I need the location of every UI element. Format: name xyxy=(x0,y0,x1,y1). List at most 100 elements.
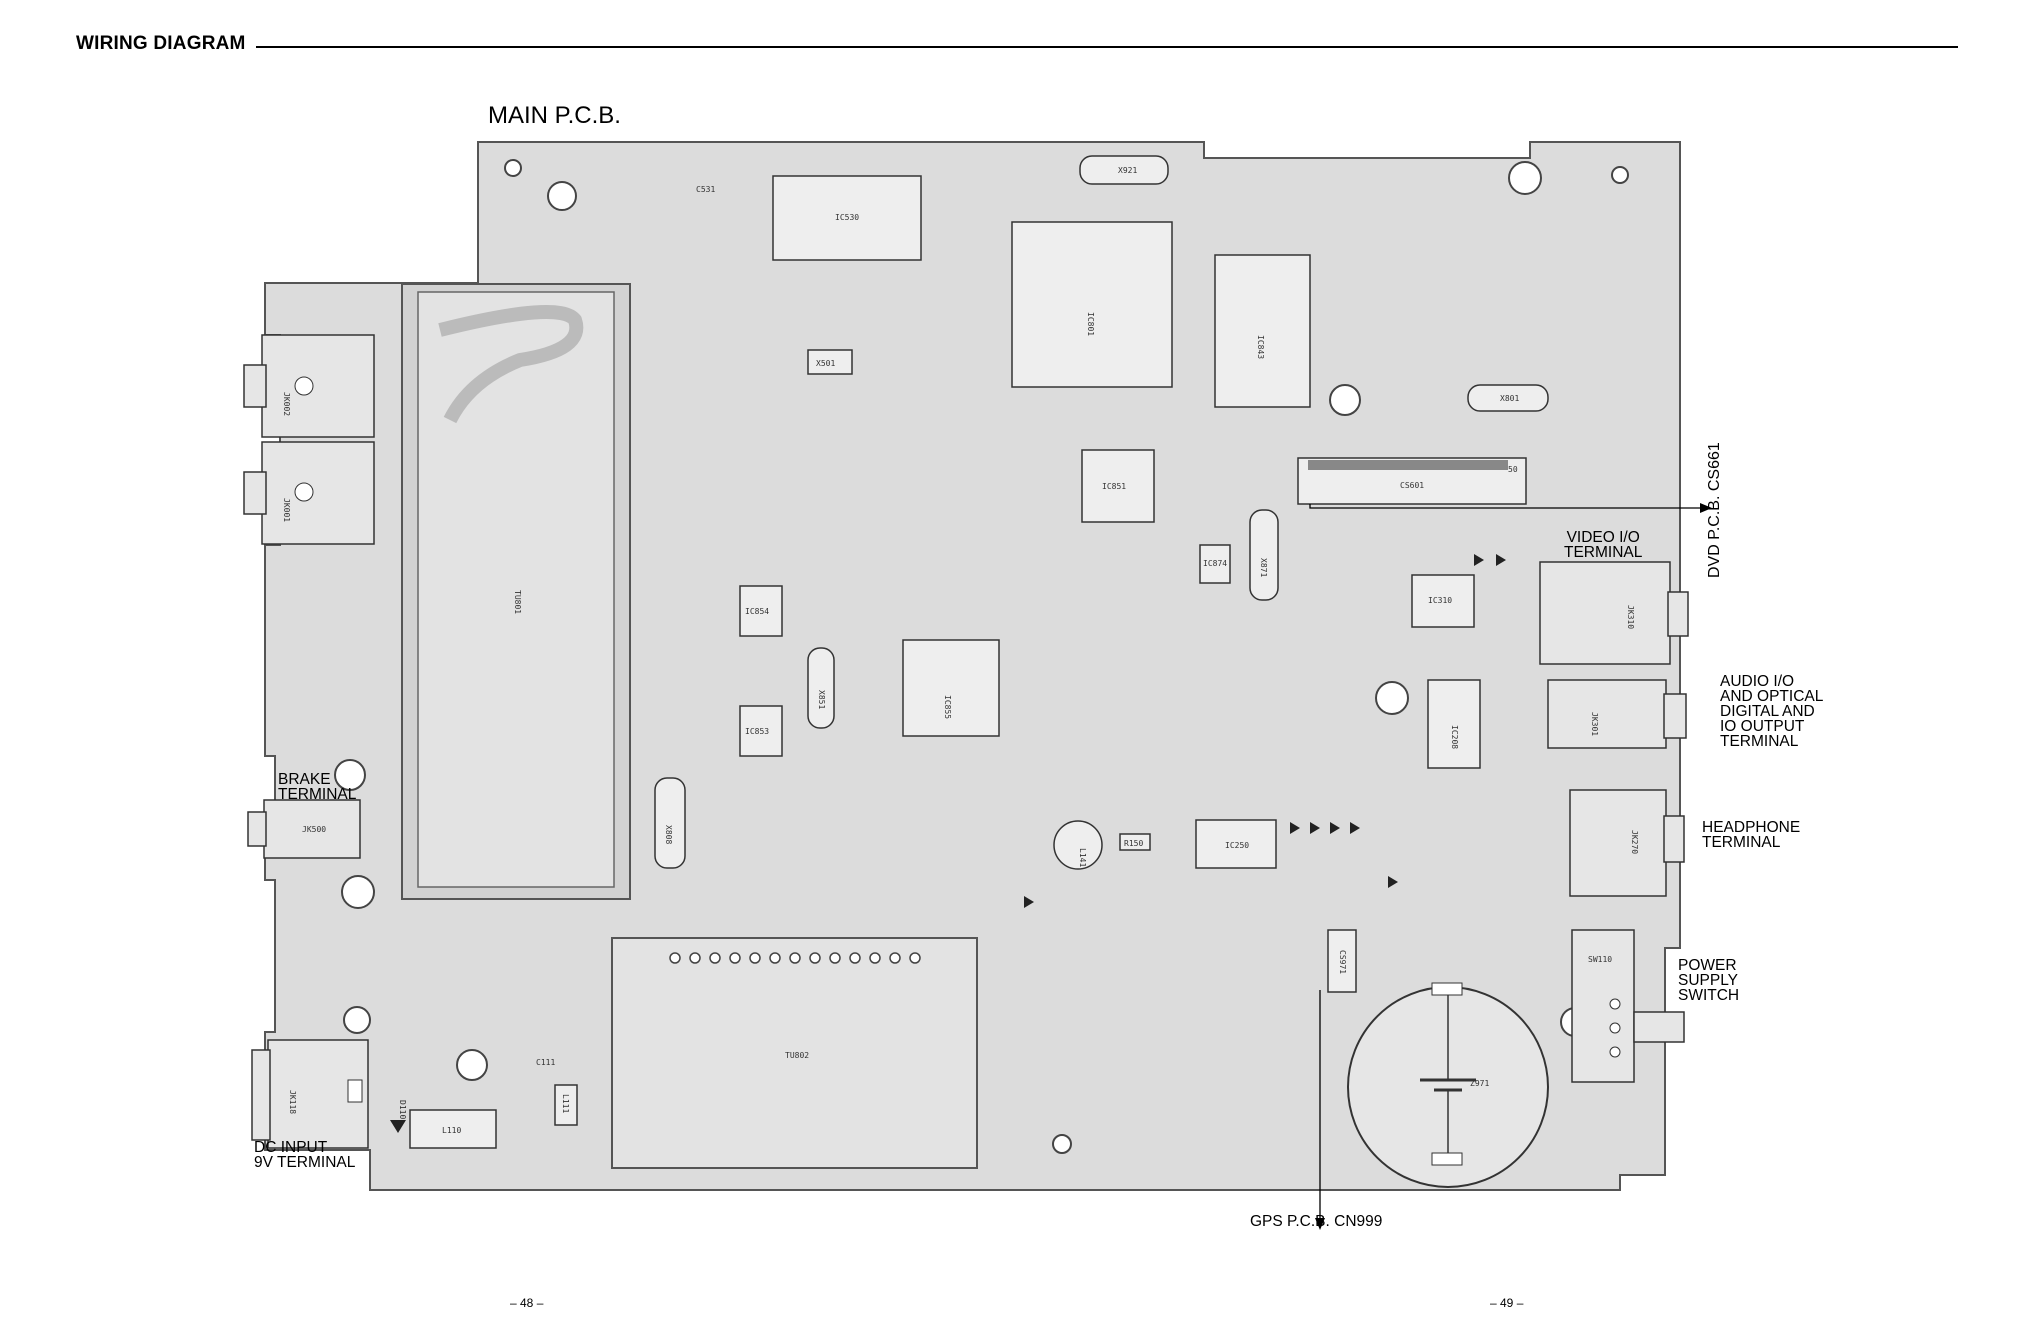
crystal-x501: X501 xyxy=(807,349,853,375)
leader-arrowheads xyxy=(1315,503,1712,1230)
resistor-r150: R150 xyxy=(1119,833,1151,851)
svg-text:L110: L110 xyxy=(442,1126,461,1135)
switch-sw110: SW110 xyxy=(1571,929,1685,1083)
svg-text:TU801: TU801 xyxy=(513,590,522,614)
jack-jk310: JK310 xyxy=(1539,561,1689,665)
ic208: IC208 xyxy=(1427,679,1481,769)
callout-line: TERMINAL xyxy=(278,786,357,803)
callout-power-switch: POWER SUPPLY SWITCH xyxy=(1678,957,1740,1004)
callout-line: IO OUTPUT xyxy=(1720,718,1805,735)
svg-text:JK301: JK301 xyxy=(1590,712,1599,736)
page-number-left: – 48 – xyxy=(510,1296,544,1310)
callout-brake-terminal: BRAKE TERMINAL xyxy=(278,771,357,803)
callout-audio-io: AUDIO I/O AND OPTICAL DIGITAL AND IO OUT… xyxy=(1720,673,1824,750)
tuner-tu802: TU802 xyxy=(611,937,978,1169)
svg-text:IC250: IC250 xyxy=(1225,841,1249,850)
battery-z971: Z971 xyxy=(1347,982,1549,1188)
jack-jk301: JK301 xyxy=(1547,679,1687,749)
svg-text:JK002: JK002 xyxy=(282,392,291,416)
crystal-x871: X871 xyxy=(1249,509,1279,601)
svg-text:IC854: IC854 xyxy=(745,607,769,616)
svg-text:CS601: CS601 xyxy=(1400,481,1424,490)
ic851: IC851 xyxy=(1081,449,1155,523)
callout-line: VIDEO I/O xyxy=(1566,529,1640,546)
jack-jk001: JK001 xyxy=(243,441,375,545)
page-number-right: – 49 – xyxy=(1490,1296,1524,1310)
svg-text:C531: C531 xyxy=(696,185,715,194)
ic310: IC310 xyxy=(1411,574,1475,628)
coil-l110: L110 xyxy=(409,1109,497,1149)
svg-text:X501: X501 xyxy=(816,359,835,368)
crystal-x808: X808 xyxy=(654,777,686,869)
svg-text:JK500: JK500 xyxy=(302,825,326,834)
diode-d110: D110 xyxy=(390,1100,407,1133)
svg-text:IC530: IC530 xyxy=(835,213,859,222)
jack-jk500: JK500 xyxy=(247,799,361,859)
callout-dc-input: DC INPUT 9V TERMINAL xyxy=(254,1139,356,1171)
ic855: IC855 xyxy=(902,639,1000,737)
diode-array xyxy=(1024,554,1506,908)
connector-cs601: CS601 50 xyxy=(1297,457,1527,505)
callout-line: TERMINAL xyxy=(1720,733,1799,750)
capacitor-c531: C531 xyxy=(696,185,715,194)
svg-text:SW110: SW110 xyxy=(1588,955,1612,964)
svg-text:JK118: JK118 xyxy=(288,1090,297,1114)
svg-text:IC851: IC851 xyxy=(1102,482,1126,491)
svg-text:JK270: JK270 xyxy=(1630,830,1639,854)
callout-line: DIGITAL AND xyxy=(1720,703,1815,720)
svg-text:X871: X871 xyxy=(1259,558,1268,577)
header-rule xyxy=(76,46,1958,48)
svg-text:IC853: IC853 xyxy=(745,727,769,736)
svg-text:D110: D110 xyxy=(398,1100,407,1119)
callout-line: AND OPTICAL xyxy=(1720,688,1824,705)
svg-text:X851: X851 xyxy=(817,690,826,709)
mounting-holes xyxy=(334,159,1629,1154)
svg-text:X801: X801 xyxy=(1500,394,1519,403)
svg-text:IC208: IC208 xyxy=(1450,725,1459,749)
leader-lines xyxy=(1309,504,1700,1218)
callout-line: HEADPHONE xyxy=(1702,819,1801,836)
crystal-x851: X851 xyxy=(807,647,835,729)
jack-jk002: JK002 xyxy=(243,334,375,438)
svg-text:50: 50 xyxy=(1508,465,1518,474)
svg-text:CS971: CS971 xyxy=(1338,950,1347,974)
svg-text:IC874: IC874 xyxy=(1203,559,1227,568)
coil-l111: L111 xyxy=(554,1084,578,1126)
callout-line: SUPPLY xyxy=(1678,972,1739,989)
ic853: IC853 xyxy=(739,705,783,757)
tuner-tu802-pins xyxy=(669,952,921,964)
callout-line: POWER xyxy=(1678,957,1737,974)
crystal-x921: X921 xyxy=(1079,155,1169,185)
svg-text:C111: C111 xyxy=(536,1058,555,1067)
svg-text:JK001: JK001 xyxy=(282,498,291,522)
svg-text:L141: L141 xyxy=(1078,848,1087,867)
svg-text:X808: X808 xyxy=(664,825,673,844)
ic874: IC874 xyxy=(1199,544,1231,584)
svg-text:L111: L111 xyxy=(561,1094,570,1113)
callout-line: 9V TERMINAL xyxy=(254,1154,356,1171)
pcb-title: MAIN P.C.B. xyxy=(488,102,621,129)
ic250: IC250 xyxy=(1195,819,1277,869)
callout-line: BRAKE xyxy=(278,771,331,788)
callout-line: SWITCH xyxy=(1678,987,1740,1004)
capacitor-c111: C111 xyxy=(536,1058,555,1067)
ic801: IC801 xyxy=(1011,221,1173,388)
jack-jk118: JK118 xyxy=(251,1039,369,1149)
ic854: IC854 xyxy=(739,585,783,637)
callout-line: TERMINAL xyxy=(1702,834,1781,851)
svg-text:JK310: JK310 xyxy=(1626,605,1635,629)
callout-dvd: DVD P.C.B. CS661 xyxy=(1706,442,1723,578)
coil-l141: L141 xyxy=(1053,820,1103,870)
callout-line: AUDIO I/O xyxy=(1720,673,1795,690)
svg-text:IC310: IC310 xyxy=(1428,596,1452,605)
svg-text:TU802: TU802 xyxy=(785,1051,809,1060)
svg-text:X921: X921 xyxy=(1118,166,1137,175)
svg-text:IC843: IC843 xyxy=(1256,335,1265,359)
connector-cs971: CS971 xyxy=(1327,929,1357,993)
ic530: IC530 xyxy=(772,175,922,261)
callout-line: DC INPUT xyxy=(254,1139,328,1156)
svg-text:IC801: IC801 xyxy=(1086,312,1095,336)
jack-jk270: JK270 xyxy=(1569,789,1685,897)
callout-line: TERMINAL xyxy=(1564,544,1643,561)
